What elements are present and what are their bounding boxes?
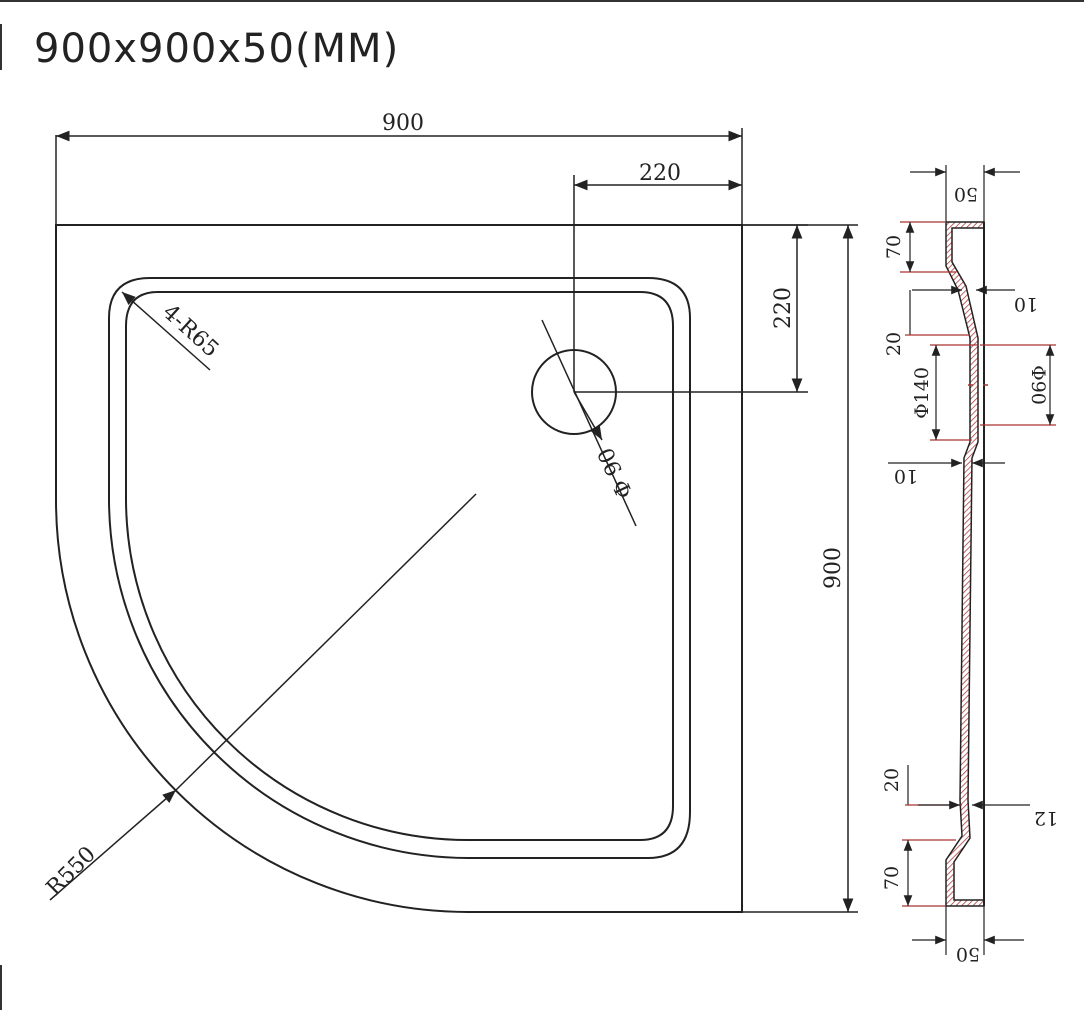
frame-left-tick-top: [0, 24, 2, 70]
section-profile: [945, 221, 985, 907]
drawing-title: 900x900x50(MM): [34, 26, 400, 72]
dim-width-900: 900: [382, 111, 424, 136]
dim-arc-radius: R550: [42, 842, 101, 901]
section-dimensions: [888, 165, 1056, 955]
section-dim-upper-70: 70: [883, 235, 905, 259]
tray-rim-outer: [108, 277, 691, 859]
plan-view: [55, 224, 743, 913]
frame-left-tick-bottom: [0, 965, 2, 1010]
tray-basin: [125, 291, 674, 841]
plan-dimensions: [49, 128, 858, 913]
section-dim-phi140: Φ140: [911, 367, 933, 419]
dim-height-900: 900: [821, 547, 846, 589]
section-dim-bottom-50: 50: [956, 943, 980, 965]
section-dim-phi90: Φ90: [1027, 365, 1049, 405]
section-dim-mid-10: 10: [894, 465, 918, 487]
dim-drain-diameter: Φ 90: [594, 443, 639, 502]
dim-drain-x-220: 220: [639, 161, 681, 186]
frame-top-edge: [0, 0, 1084, 2]
dim-drain-y-220: 220: [771, 287, 796, 329]
section-dim-top-50: 50: [954, 183, 978, 205]
tray-outline: [55, 224, 743, 913]
section-dim-lower-12: 12: [1034, 807, 1058, 829]
section-view: [945, 221, 992, 907]
section-dim-lower-20: 20: [881, 768, 903, 792]
section-dim-lower-70: 70: [881, 866, 903, 890]
section-dim-upper-10: 10: [1014, 293, 1038, 315]
section-dim-upper-20: 20: [883, 332, 905, 356]
